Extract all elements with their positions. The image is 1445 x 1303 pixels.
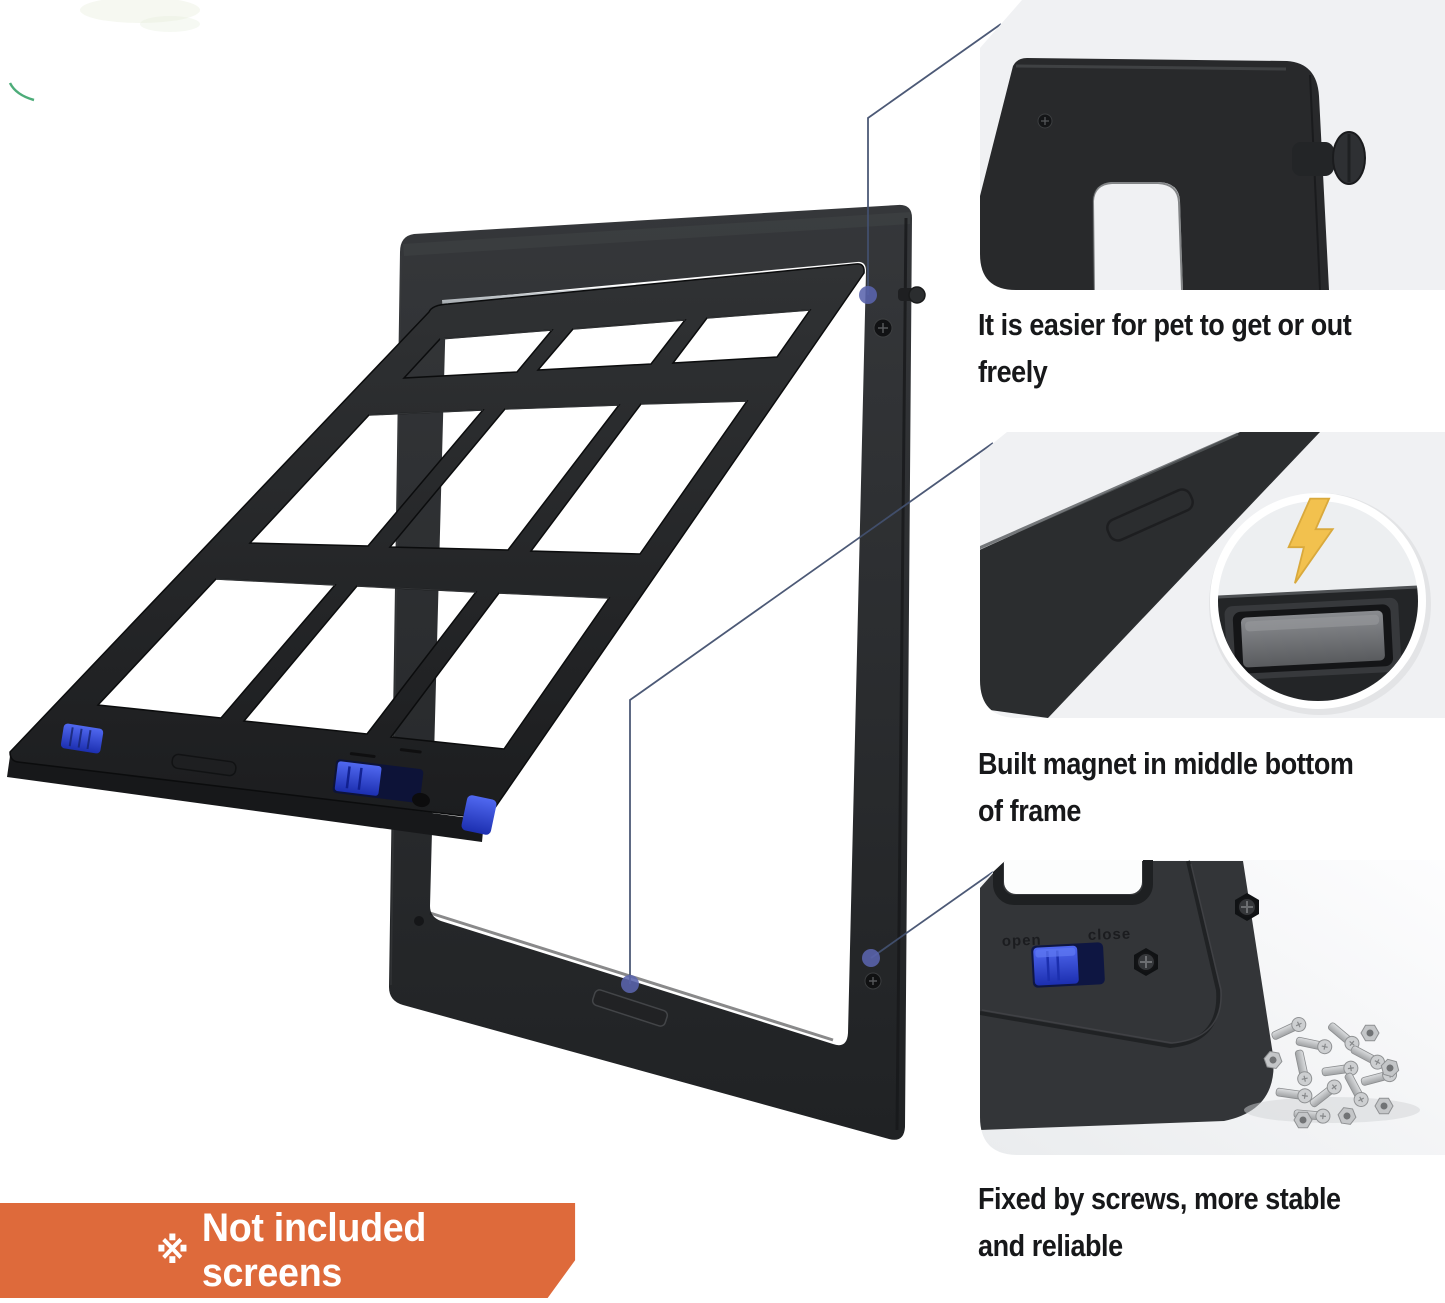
screw-icon <box>414 916 424 926</box>
screws-pile <box>1244 1014 1420 1129</box>
reference-mark-icon: ※ <box>156 1229 189 1271</box>
flap-latch-right <box>461 795 497 835</box>
flap-window <box>1004 860 1142 894</box>
pivot-knob-detail <box>1292 131 1366 185</box>
callout-dot <box>859 286 877 304</box>
brand-emboss <box>1106 488 1194 542</box>
banner-label: Not included screens <box>201 1205 427 1295</box>
artifact-marks <box>8 0 200 102</box>
flap-latch-middle <box>332 759 424 803</box>
detail-panel-screws: open close <box>980 860 1445 1155</box>
lightning-icon <box>1287 497 1335 584</box>
callout-line-2 <box>629 442 994 984</box>
open-label: open <box>1002 932 1042 950</box>
detail-panel-hinge <box>980 0 1445 290</box>
frame-top-highlight <box>403 212 910 256</box>
detail-panel-magnet <box>980 432 1445 718</box>
screw-icon <box>864 972 882 990</box>
screw-icon <box>1134 948 1158 976</box>
frame-corner-photo <box>980 861 1274 1130</box>
callout-line: and reliable <box>978 1228 1123 1263</box>
flap-side-face <box>7 756 484 842</box>
flap-emboss-marks <box>349 748 422 758</box>
frame-screws <box>414 318 893 990</box>
not-included-banner: ※ Not included screens <box>0 1203 576 1298</box>
frame-right-edge <box>895 217 908 1131</box>
callout-line: freely <box>978 354 1048 389</box>
callout-dot <box>862 949 880 967</box>
pivot-knob <box>898 286 926 304</box>
screw-icon <box>1235 893 1259 921</box>
callout-line-3 <box>870 871 994 959</box>
callout-connectors <box>621 23 1002 993</box>
pet-door-product <box>7 204 926 1140</box>
frame-rail-photo <box>980 432 1320 718</box>
callout-line: It is easier for pet to get or out <box>978 307 1352 342</box>
callout-line: of frame <box>978 793 1081 828</box>
lock-hole <box>412 792 430 808</box>
callout-dot <box>621 975 639 993</box>
callout-text-hinge: It is easier for pet to get or out freel… <box>978 301 1352 395</box>
pet-door-frame <box>389 204 912 1140</box>
pet-door-flap <box>7 263 865 842</box>
callout-text-screws: Fixed by screws, more stable and reliabl… <box>978 1175 1341 1269</box>
callout-line: Fixed by screws, more stable <box>978 1181 1341 1216</box>
screw-icon <box>1037 113 1053 129</box>
close-label: close <box>1088 925 1132 944</box>
flap-latch-left <box>60 723 104 754</box>
callout-text-magnet: Built magnet in middle bottom of frame <box>978 740 1354 834</box>
magnet-bar <box>1224 597 1402 681</box>
screw-icon <box>873 318 893 338</box>
emboss-plate <box>171 753 237 777</box>
callout-line-1 <box>867 23 1002 295</box>
callout-line: Built magnet in middle bottom <box>978 746 1354 781</box>
lock-slider <box>1031 942 1105 988</box>
green-mark <box>8 82 35 102</box>
magnet-recess <box>591 989 669 1027</box>
